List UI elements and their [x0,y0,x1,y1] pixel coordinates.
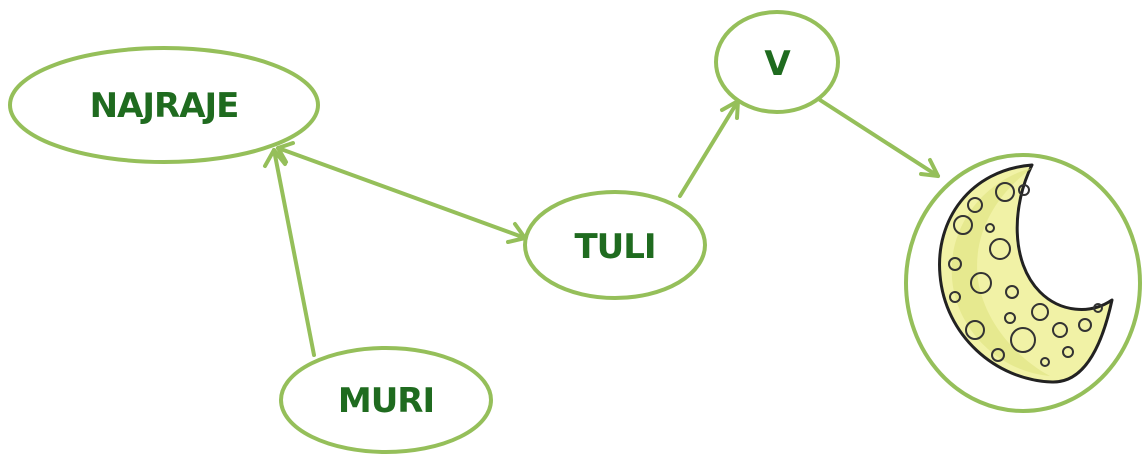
node-moon [904,153,1142,413]
moon-shade [951,168,1050,376]
node-muri: MURI [279,346,493,454]
node-najraje-label: NAJRAJE [90,86,239,126]
node-muri-label: MURI [338,381,434,421]
edge-muri-najraje [263,148,316,357]
node-tuli: TULI [523,190,707,300]
node-v-label: V [764,44,791,84]
node-v: V [714,10,840,114]
node-najraje: NAJRAJE [8,46,320,164]
moon-craters [948,182,1103,367]
edge-v-moon [818,98,940,178]
crescent-moon-icon [938,163,1114,384]
edge-tuli-v [678,99,740,198]
node-tuli-label: TULI [574,227,655,267]
edge-najraje-tuli [276,141,527,244]
